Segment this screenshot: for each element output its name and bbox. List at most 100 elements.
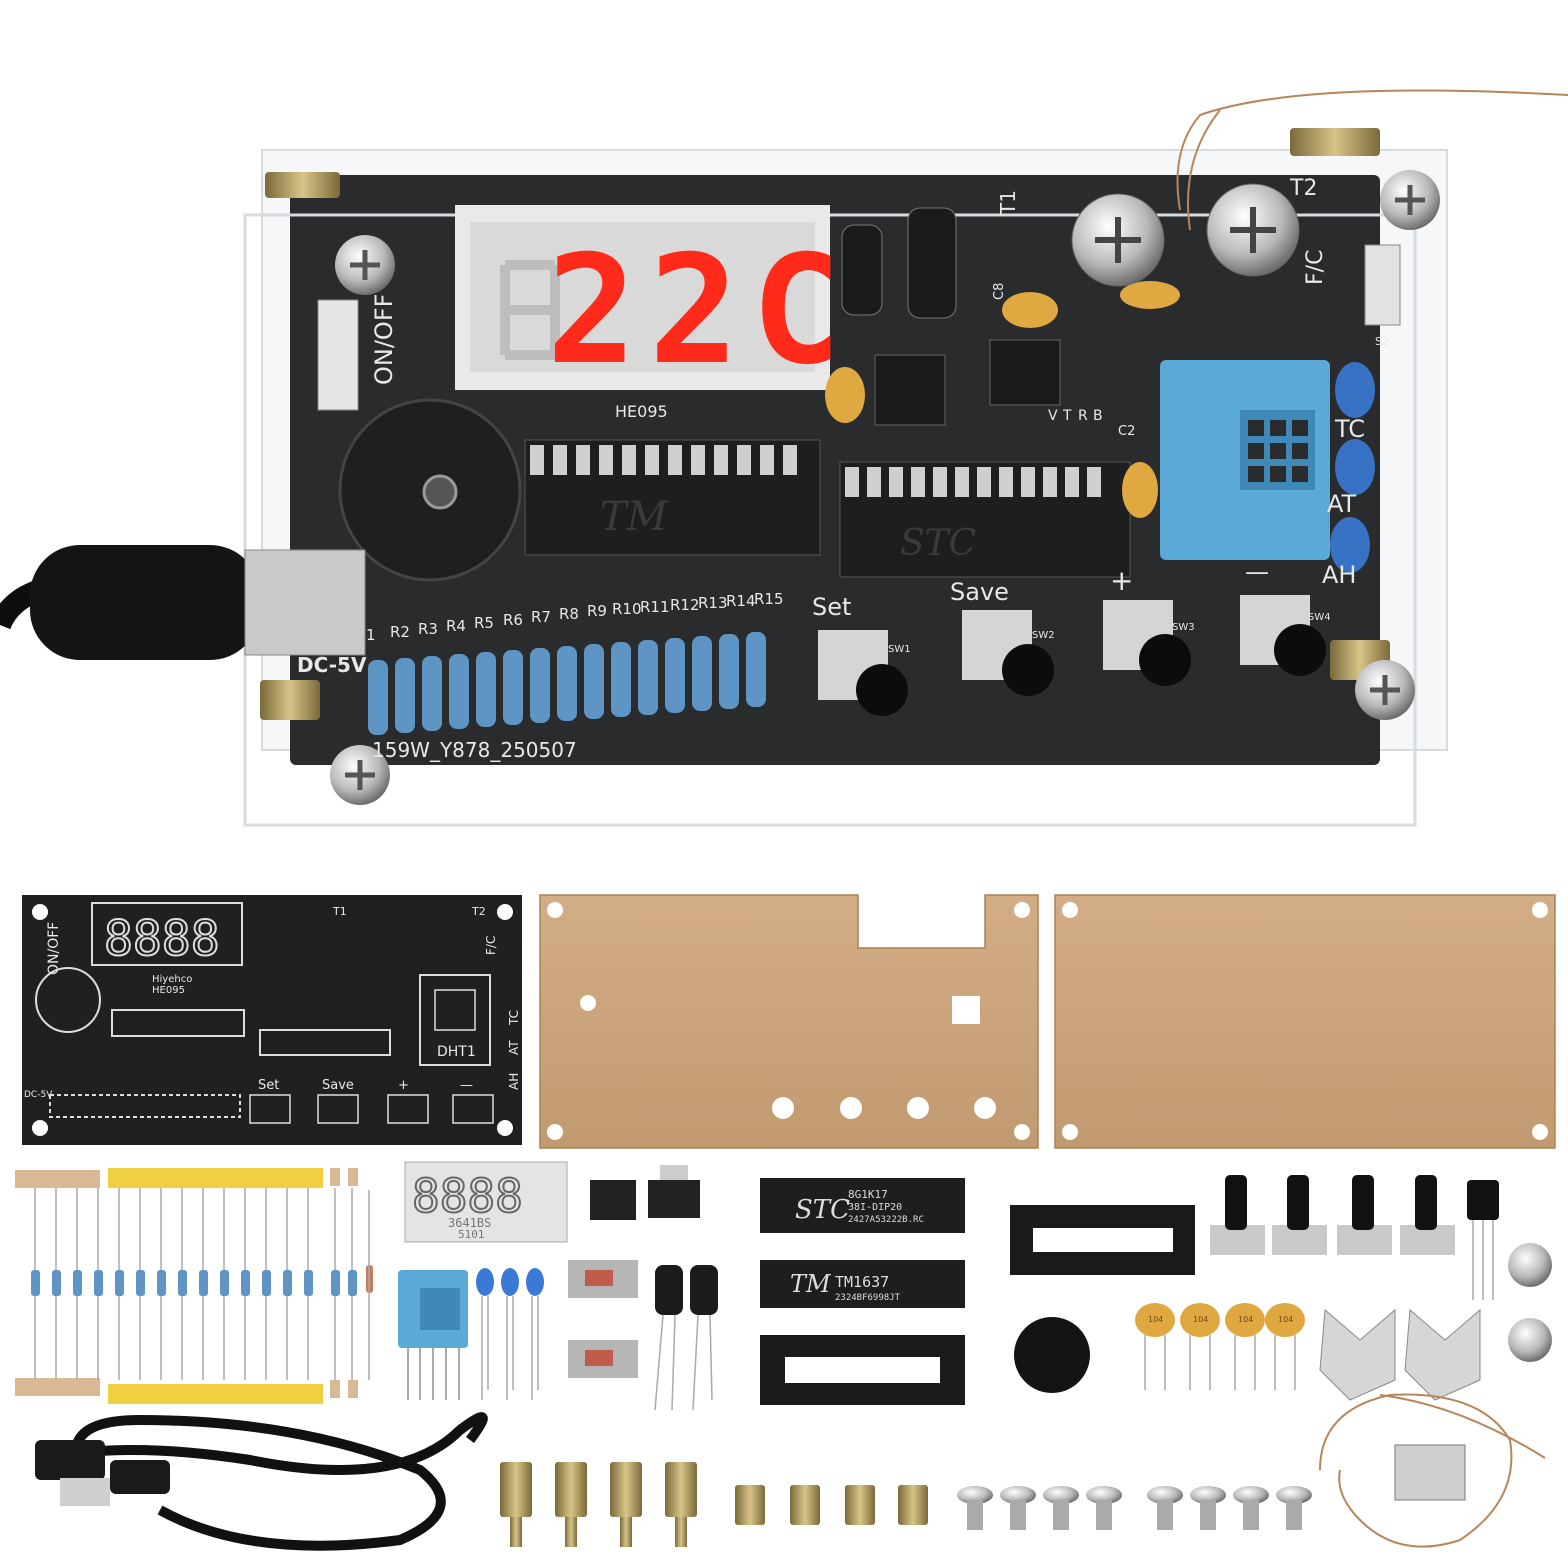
terminal-label-t1: T1 — [996, 190, 1020, 216]
bare-pcb-sensor-label: DHT1 — [437, 1044, 476, 1060]
svg-text:R7: R7 — [531, 608, 551, 626]
driver-brand: TM — [790, 1270, 832, 1298]
mcu-brand: STC — [795, 1195, 850, 1225]
svg-text:T: T — [1062, 408, 1072, 424]
svg-text:R3: R3 — [418, 620, 438, 638]
mcu-line-1: 8G1K17 — [848, 1188, 888, 1201]
power-switch-label: ON/OFF — [370, 294, 398, 385]
fc-label: F/C — [1303, 250, 1328, 285]
bare-pcb-set: Set — [258, 1078, 279, 1093]
svg-text:SW3: SW3 — [1172, 622, 1195, 633]
bare-pcb-power-label: ON/OFF — [46, 922, 62, 975]
electrolytic-capacitor-part — [655, 1265, 683, 1315]
svg-text:R2: R2 — [390, 623, 410, 641]
svg-text:R8: R8 — [559, 605, 579, 623]
terminal-block — [1071, 183, 1300, 287]
svg-text:STC: STC — [900, 523, 976, 564]
bare-pcb: 8888 Hiyehco HE095 ON/OFF DHT1 T1 T2 F/C… — [22, 895, 522, 1145]
svg-text:1: 1 — [366, 626, 376, 644]
regulator — [989, 339, 1061, 406]
svg-text:R9: R9 — [587, 602, 607, 620]
bare-pcb-model: HE095 — [152, 985, 185, 996]
resistor-strip — [15, 1168, 373, 1404]
usb-cable-icon — [0, 545, 366, 660]
cap-label-c8: C8 — [992, 283, 1007, 300]
bare-pcb-t1: T1 — [332, 905, 347, 918]
thermistor-probe-icon — [1319, 1393, 1513, 1548]
led-label-tc: TC — [1334, 415, 1365, 443]
tactile-buttons — [818, 595, 1326, 716]
screw-icon — [1508, 1243, 1552, 1287]
driver-chip-part: TM TM1637 2324BF6998JT — [760, 1260, 965, 1308]
svg-text:104: 104 — [1278, 1315, 1293, 1324]
acrylic-back-plate — [1054, 894, 1556, 1149]
svg-text:R10: R10 — [612, 600, 642, 618]
sop-chip — [590, 1180, 636, 1220]
assembled-board: 22C HE095 ON/OFF TM STC — [0, 89, 1568, 827]
thermistor-probe-icon — [1176, 89, 1568, 211]
led-label-at: AT — [1327, 490, 1357, 518]
display-model-label: HE095 — [615, 402, 668, 421]
svg-text:R6: R6 — [503, 611, 523, 629]
svg-text:TM: TM — [600, 494, 669, 540]
led-display-code: 3641BS — [448, 1216, 491, 1230]
chip-tm1637: TM — [524, 439, 821, 556]
terminal-label-t2: T2 — [1289, 176, 1317, 201]
svg-text:104: 104 — [1148, 1315, 1163, 1324]
svg-text:V: V — [1048, 408, 1058, 424]
svg-text:SW2: SW2 — [1032, 630, 1055, 641]
bare-pcb-dc: DC-5V — [24, 1090, 53, 1100]
brass-standoffs-part — [500, 1462, 928, 1547]
svg-text:R13: R13 — [698, 594, 728, 612]
bare-pcb-digits: 8888 — [104, 911, 220, 967]
svg-text:R5: R5 — [474, 614, 494, 632]
dht-sensor — [1160, 360, 1330, 560]
transistor-part — [1467, 1180, 1499, 1220]
electrolytic-capacitor-part — [690, 1265, 718, 1315]
regulator-part — [648, 1180, 700, 1218]
bare-pcb-fc: F/C — [484, 936, 498, 955]
terminal-bracket — [1319, 1308, 1396, 1401]
terminal-bracket — [1404, 1308, 1481, 1401]
bare-pcb-ah: AH — [507, 1073, 521, 1090]
svg-text:8888: 8888 — [412, 1169, 523, 1223]
s2-label: S2 — [1375, 335, 1389, 348]
electrolytic-capacitor — [907, 207, 957, 319]
ceramic-capacitor — [825, 367, 865, 423]
svg-text:R11: R11 — [640, 598, 670, 616]
power-switch — [317, 299, 359, 411]
ceramic-capacitor — [1120, 281, 1180, 309]
svg-text:B: B — [1093, 408, 1103, 424]
screw-icon — [330, 170, 1440, 805]
tactile-buttons-part — [1210, 1175, 1455, 1255]
mcu-line-2: 38I-DIP20 — [848, 1202, 902, 1213]
resistor-labels: 1 R2 R3 R4 R5 R6 R7 R8 R9 R10 R11 R12 R1… — [366, 590, 784, 644]
regulator — [874, 354, 946, 426]
led-label-ah: AH — [1322, 561, 1356, 589]
button-label-plus: + — [1110, 564, 1133, 597]
svg-text:SW4: SW4 — [1308, 612, 1331, 623]
bare-pcb-plus: + — [398, 1078, 409, 1093]
display-readout: 22C — [547, 224, 854, 398]
svg-text:R4: R4 — [446, 617, 466, 635]
dht-sensor-part — [398, 1270, 468, 1400]
svg-text:R12: R12 — [670, 596, 700, 614]
bare-pcb-save: Save — [322, 1078, 354, 1093]
bare-pcb-brand: Hiyehco — [152, 974, 192, 985]
ceramic-capacitor — [1122, 462, 1158, 518]
ceramic-capacitors-part — [1135, 1303, 1305, 1337]
mcu-line-3: 2427A53222B.RC — [848, 1215, 924, 1225]
bare-pcb-at: AT — [507, 1040, 521, 1055]
button-label-minus: — — [1245, 558, 1269, 586]
svg-text:R14: R14 — [726, 592, 756, 610]
dc-label: DC-5V — [297, 653, 367, 677]
driver-model: TM1637 — [835, 1273, 889, 1291]
svg-text:R15: R15 — [754, 590, 784, 608]
fc-switch — [1364, 244, 1401, 326]
chip-stc: STC — [839, 461, 1131, 578]
bare-pcb-minus: — — [460, 1078, 473, 1093]
resistor-row — [368, 632, 766, 735]
led-display-part: 8888 3641BS 5101 — [404, 1161, 568, 1243]
svg-text:SW1: SW1 — [888, 644, 911, 655]
